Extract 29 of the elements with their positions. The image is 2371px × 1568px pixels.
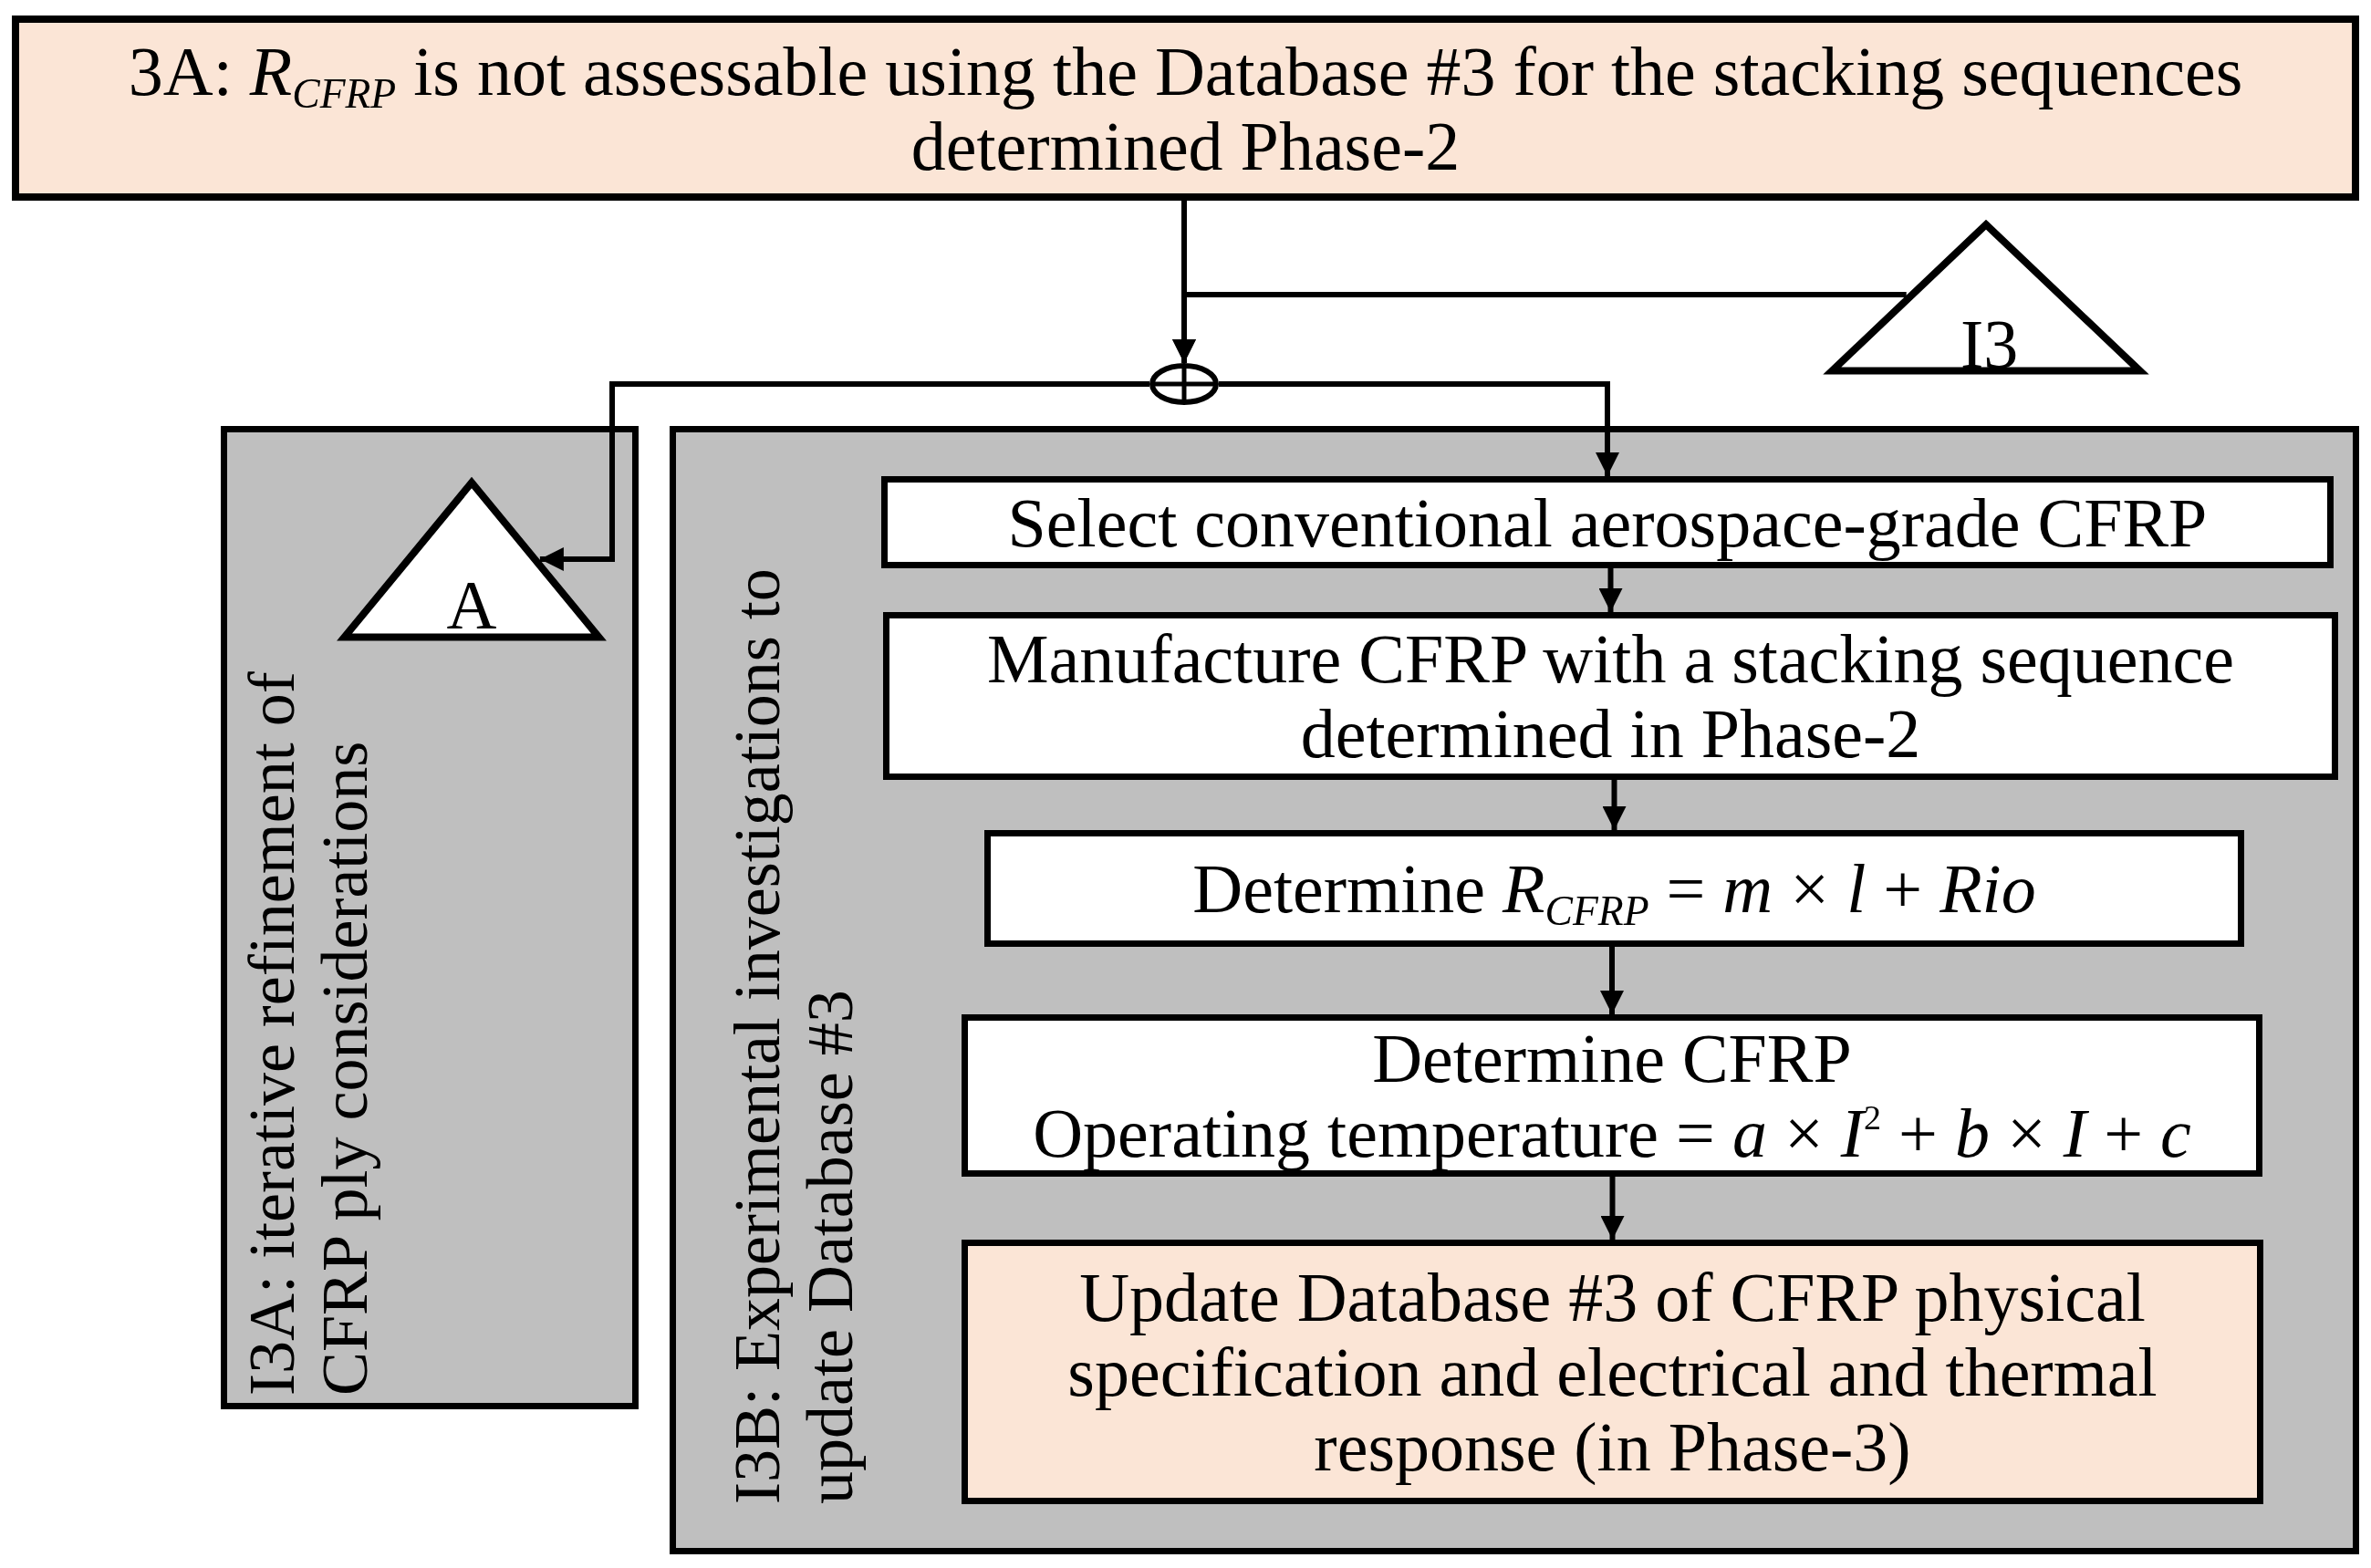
process-box (962, 1240, 2263, 1504)
step-text: Select conventional aerospace-grade CFRP (1007, 484, 2208, 560)
arrow (539, 381, 1149, 571)
process-box (962, 1014, 2262, 1177)
group-panel (670, 426, 2359, 1554)
process-box (883, 612, 2338, 780)
panel-title: I3B: Experimental investigations to update Database #3 (721, 567, 867, 1504)
step-text: Determine R$_{CFRP}$ = m × l + Rio (1192, 851, 2036, 926)
arrow (1219, 381, 1619, 476)
statement-box (12, 16, 2359, 201)
summing-junction-icon (1149, 363, 1219, 405)
triangle-label: A (446, 576, 497, 634)
step-text: Manufacture CFRP with a stacking sequence determined in Phase-2 (986, 621, 2235, 771)
group-panel (221, 426, 639, 1409)
triangle-marker (336, 476, 608, 641)
triangle-label: I3 (1960, 315, 2019, 373)
triangle-marker (1822, 219, 2150, 375)
step-text: Determine CFRP (1372, 1021, 1852, 1096)
arrow (1600, 947, 1624, 1014)
process-box (984, 830, 2244, 947)
arrow (1600, 1177, 1625, 1240)
step-text: Operating temperature = a × I$^{2}$ + b × I + c (1033, 1096, 2191, 1170)
arrow (1598, 568, 1623, 612)
panel-title: I3A: iterative refinement of CFRP ply considerations (235, 670, 381, 1396)
process-box (881, 476, 2334, 568)
arrow (1602, 780, 1627, 830)
statement-text: 3A: R$_{CFRP}$ is not assessable using the Database #3 for the stacking sequences determined Phase-2 (127, 33, 2244, 183)
arrow (1172, 291, 1907, 363)
step-text: Update Database #3 of CFRP physical specification and electrical and thermal response (in Phase-3) (1066, 1260, 2158, 1484)
